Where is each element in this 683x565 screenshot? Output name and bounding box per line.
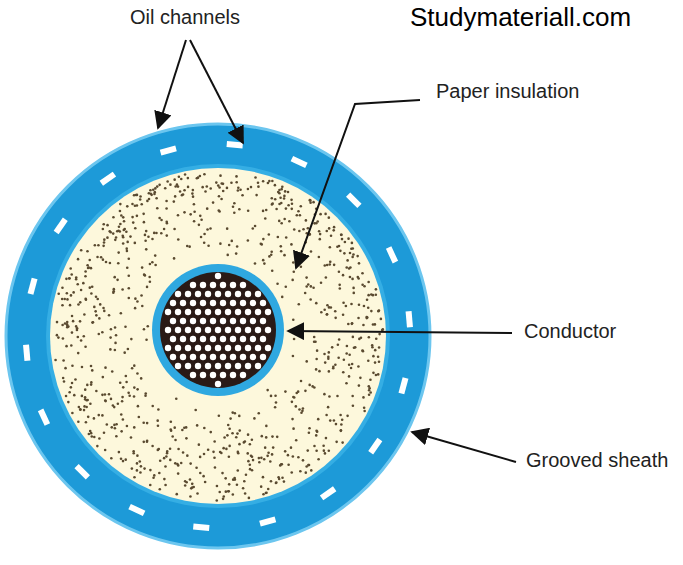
part-label: Paper insulation bbox=[436, 80, 579, 103]
leader-line bbox=[296, 100, 420, 268]
oil-channel bbox=[227, 141, 243, 148]
sheath-inner bbox=[46, 164, 390, 508]
oil-channel bbox=[193, 524, 209, 531]
part-label: Conductor bbox=[524, 320, 616, 343]
conductor bbox=[160, 272, 276, 388]
oil-channel bbox=[54, 218, 68, 235]
conductor-ring bbox=[152, 264, 284, 396]
leader-line bbox=[288, 331, 512, 333]
paper-insulation bbox=[50, 168, 386, 504]
oil-channel bbox=[346, 192, 362, 208]
leader-line bbox=[190, 40, 243, 143]
oil-channel bbox=[28, 278, 38, 295]
part-label: Grooved sheath bbox=[526, 449, 668, 472]
oil-channel bbox=[128, 504, 145, 516]
conductor-strands bbox=[165, 273, 271, 387]
oil-channel bbox=[386, 246, 398, 263]
oil-channel bbox=[38, 409, 50, 426]
grooved-sheath bbox=[6, 124, 430, 548]
oil-channel bbox=[74, 464, 90, 480]
paper-texture bbox=[54, 173, 384, 502]
oil-channel bbox=[23, 345, 30, 361]
part-label: Oil channels bbox=[130, 6, 240, 29]
oil-channel bbox=[259, 516, 276, 526]
oil-channel bbox=[368, 438, 382, 455]
watermark: Studymateriall.com bbox=[410, 2, 631, 33]
oil-channel bbox=[100, 172, 117, 186]
oil-channel bbox=[406, 311, 413, 327]
leader-line bbox=[158, 40, 186, 128]
oil-channel bbox=[320, 486, 337, 500]
oil-channel bbox=[291, 156, 308, 168]
leader-line bbox=[412, 432, 516, 462]
oil-channel bbox=[398, 377, 408, 394]
oil-channel bbox=[160, 146, 177, 156]
